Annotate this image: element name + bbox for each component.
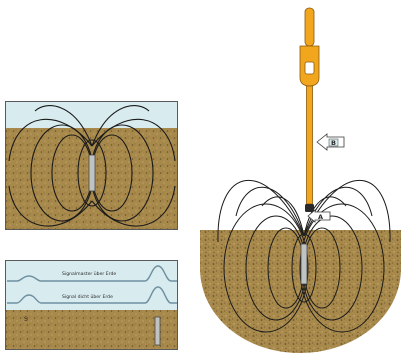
label-signal-surface: Signalmaster über Erde (62, 271, 116, 277)
sonde-probe (89, 155, 95, 191)
sky-area (5, 101, 178, 128)
label-signal-ground: Signal dicht über Erde (62, 294, 113, 300)
label-b: B (331, 139, 336, 147)
soil-area (5, 310, 178, 350)
locator-wand (300, 8, 319, 212)
sonde-field-panel (5, 101, 178, 230)
signal-profile-panel: Signalmaster über Erde Signal dicht über… (5, 260, 178, 350)
locator-illustration: B A (196, 6, 405, 353)
label-a: A (318, 213, 323, 221)
sonde-probe (155, 317, 160, 345)
sonde-probe (301, 244, 307, 284)
mark-s: S (24, 316, 28, 323)
